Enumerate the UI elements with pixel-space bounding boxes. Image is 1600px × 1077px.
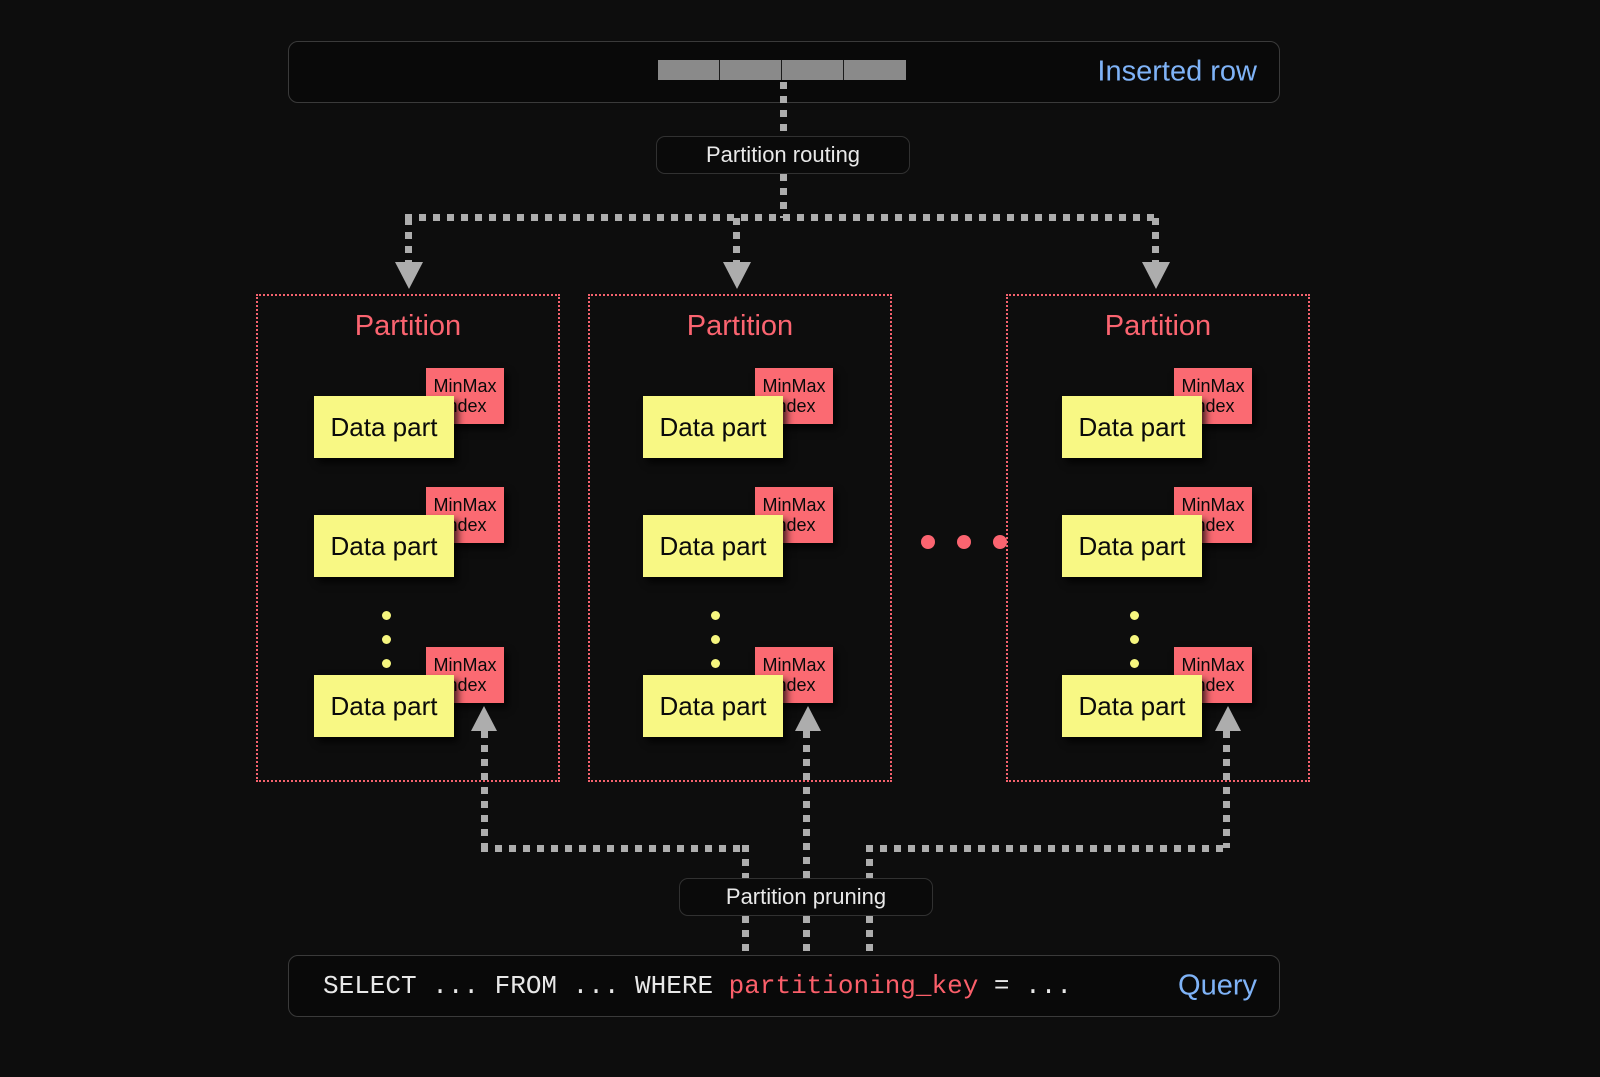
row-cell: [658, 60, 720, 80]
parts-ellipsis-2: [711, 611, 720, 683]
arrow-up-partition-2-icon: [795, 706, 821, 731]
routing-fanout-bus: [405, 214, 1160, 221]
arrow-down-partition-1-icon: [395, 262, 423, 289]
connector-partition-3-leg: [1223, 731, 1230, 848]
partition-pruning-label: Partition pruning: [725, 884, 887, 909]
partition-box-2: Partition: [588, 294, 892, 782]
row-cell: [782, 60, 844, 80]
partition-title: Partition: [354, 310, 462, 342]
partition-routing-box: Partition routing: [656, 136, 910, 174]
data-part-box: Data part: [643, 675, 783, 737]
query-sql-text: SELECT ... FROM ... WHERE partitioning_k…: [323, 971, 1072, 1001]
query-suffix: = ...: [978, 971, 1072, 1001]
query-label: Query: [1178, 969, 1257, 1002]
connector-row-to-routing: [780, 82, 787, 136]
inserted-row-label: Inserted row: [1097, 55, 1257, 88]
data-part-box: Data part: [1062, 396, 1202, 458]
connector-bus-left-to-pruning: [742, 845, 749, 878]
partition-routing-label: Partition routing: [705, 142, 861, 167]
connector-bus-to-partition-1: [405, 218, 412, 266]
data-part-box: Data part: [1062, 515, 1202, 577]
partition-pruning-box: Partition pruning: [679, 878, 933, 916]
partition-box-3: Partition: [1006, 294, 1310, 782]
connector-bus-right-to-pruning: [866, 845, 873, 878]
query-prefix: SELECT ... FROM ... WHERE: [323, 971, 729, 1001]
connector-partition-1-to-pruning: [481, 845, 749, 852]
arrow-down-partition-2-icon: [723, 262, 751, 289]
partition-box-1: Partition: [256, 294, 560, 782]
data-part-box: Data part: [643, 396, 783, 458]
parts-ellipsis-3: [1130, 611, 1139, 683]
data-part-box: Data part: [314, 396, 454, 458]
row-cell: [720, 60, 782, 80]
connector-routing-to-bus: [780, 174, 787, 218]
query-partitioning-key: partitioning_key: [728, 971, 979, 1001]
row-cell: [844, 60, 906, 80]
partition-title: Partition: [1104, 310, 1212, 342]
partition-title: Partition: [686, 310, 794, 342]
connector-partition-3-to-pruning: [866, 845, 1230, 852]
data-part-box: Data part: [314, 675, 454, 737]
connector-partition-1-leg: [481, 731, 488, 848]
query-bar: SELECT ... FROM ... WHERE partitioning_k…: [288, 955, 1280, 1017]
connector-pruning-to-query-2: [803, 916, 810, 956]
connector-pruning-to-query-1: [742, 916, 749, 956]
inserted-row-cells: [658, 60, 906, 80]
data-part-box: Data part: [1062, 675, 1202, 737]
arrow-down-partition-3-icon: [1142, 262, 1170, 289]
connector-pruning-to-query-3: [866, 916, 873, 956]
parts-ellipsis-1: [382, 611, 391, 683]
data-part-box: Data part: [314, 515, 454, 577]
partitions-ellipsis: [921, 535, 1007, 549]
connector-partition-2-leg: [803, 731, 810, 878]
connector-bus-to-partition-2: [733, 218, 740, 266]
connector-bus-to-partition-3: [1152, 218, 1159, 266]
data-part-box: Data part: [643, 515, 783, 577]
arrow-up-partition-1-icon: [471, 706, 497, 731]
arrow-up-partition-3-icon: [1215, 706, 1241, 731]
